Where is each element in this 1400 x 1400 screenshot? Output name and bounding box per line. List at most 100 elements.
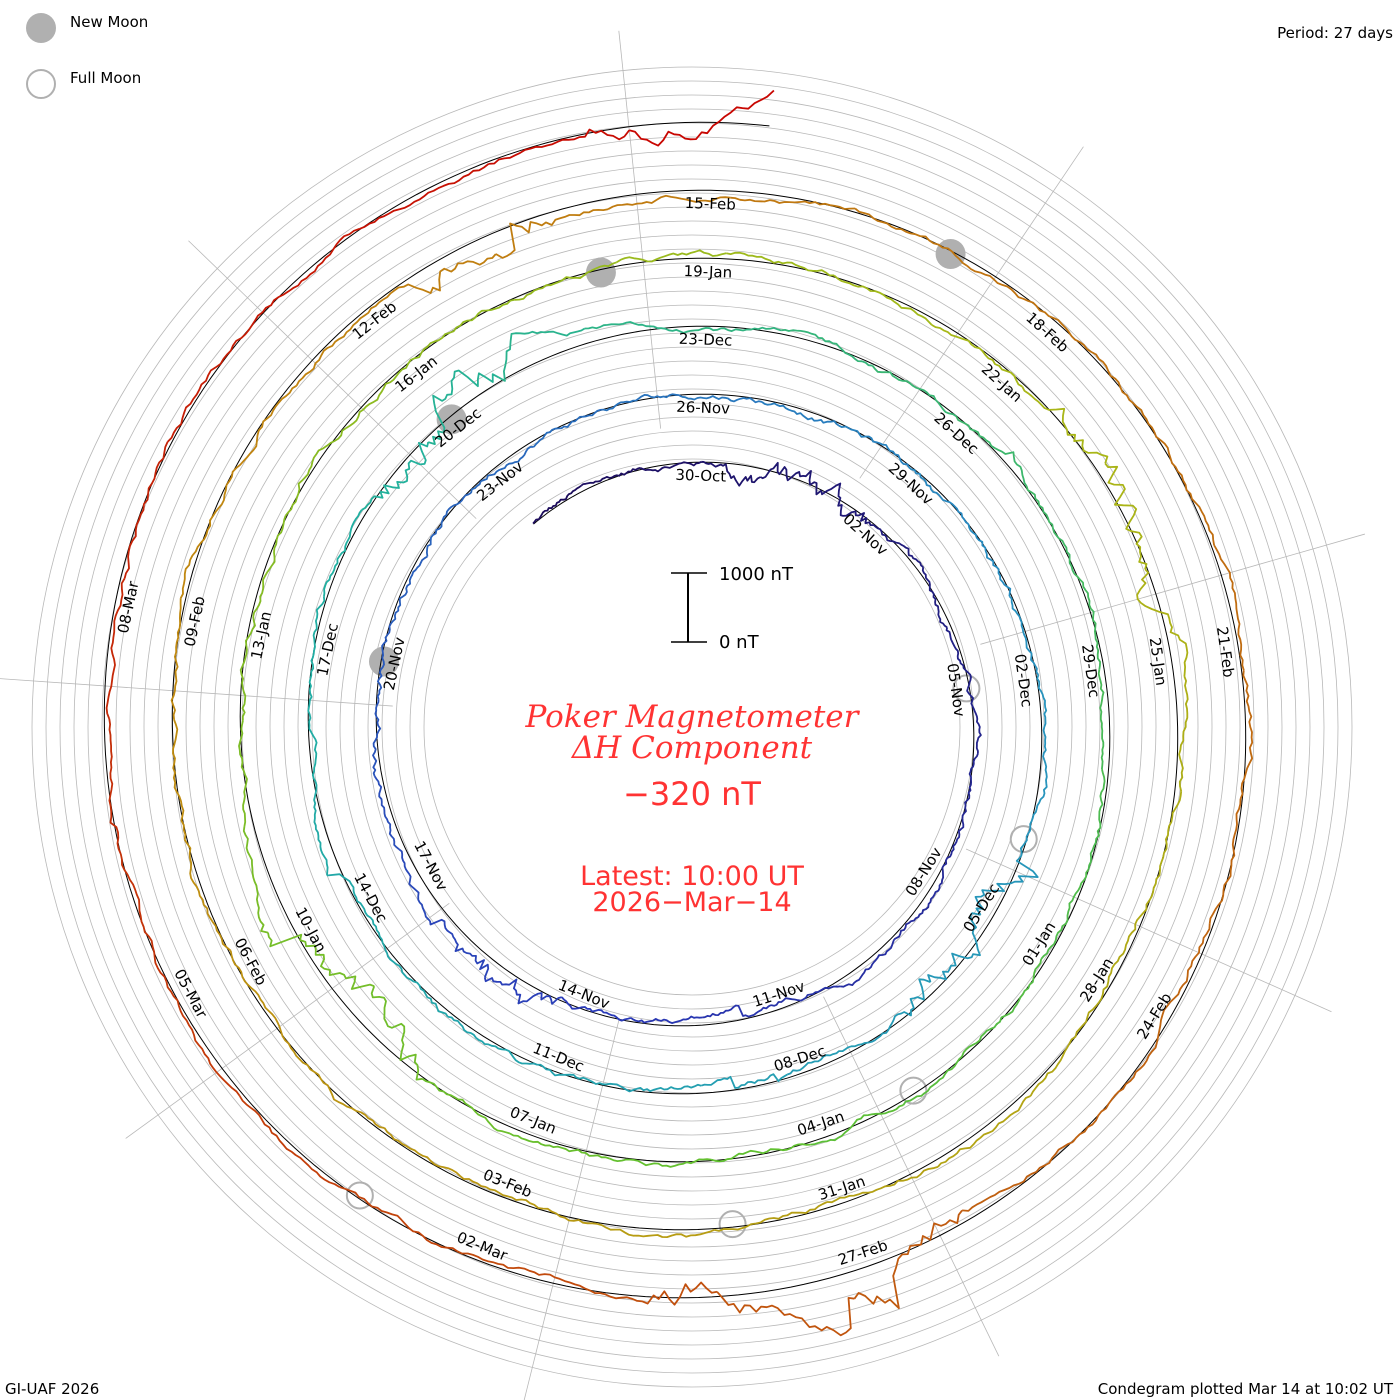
date-label: 23-Dec [678,330,732,350]
trace-segment [760,461,822,496]
trace-segment [1073,572,1101,670]
trace-segment [1021,386,1109,464]
date-label: 31-Jan [816,1172,868,1204]
trace-segment [613,1083,702,1093]
trace-segment [716,1291,855,1337]
trace-segment [166,324,253,443]
grid-circle [395,430,989,1024]
trace-segment [833,274,933,326]
grid-circle [311,346,1073,1108]
trace-segment [456,1250,586,1290]
trace-segment [1036,674,1048,761]
trace-segment [1040,868,1090,960]
trace-segment [854,207,968,267]
trace-segment [242,826,269,934]
trace-segment [939,818,965,886]
full-moon-marker [1009,825,1038,854]
grid-circle [381,416,1003,1038]
trace-segment [483,977,563,1005]
trace-segment [373,775,400,851]
trace-segment [1148,791,1183,902]
grid-circle [227,262,1157,1192]
trace-segment [902,1039,981,1106]
trace-segment [853,1209,963,1310]
trace-segment [1070,335,1156,433]
trace-segment [108,718,122,855]
trace-segment [370,985,423,1081]
trace-segment [267,932,375,990]
scale-bar-top-label: 1000 nT [719,564,794,585]
trace-segment [123,441,169,579]
trace-segment [119,853,168,983]
grid-circle [31,66,1353,1388]
trace-segment [252,515,287,617]
trace-segment [498,327,586,382]
trace-segment [361,441,430,511]
date-label: 11-Dec [530,1039,586,1076]
date-label: 28-Jan [1076,955,1117,1006]
trace-segment [170,598,182,720]
trace-segment [873,524,924,568]
trace-segment [714,1201,828,1232]
date-label: 30-Oct [675,466,727,486]
chart-subtitle: ΔH Component [571,730,813,766]
trace-segment [838,424,910,468]
trace-segment [961,753,979,819]
trace-segment [308,596,326,690]
latest-date: 2026−Mar−14 [592,887,791,918]
trace-segment [616,249,727,264]
trace-segment [603,393,683,412]
grid-circle [157,192,1227,1262]
trace-segment [702,1004,772,1019]
scale-bar: 1000 nT 0 nT [671,564,794,653]
trace-segment [525,1062,614,1086]
date-label: 17-Nov [410,838,451,894]
chart-title: Poker Magnetometer [525,699,861,735]
grid-radial-line [0,678,393,707]
date-label: 15-Feb [684,194,736,214]
trace-segment [533,408,604,448]
trace-segment [514,261,617,301]
trace-segment [251,228,360,326]
trace-segment [609,1157,712,1168]
trace-segment [225,384,298,486]
grid [0,30,1365,1400]
date-label: 07-Jan [507,1103,559,1138]
trace-segment [826,1166,939,1204]
baseline-spiral [103,121,1247,1299]
trace-segment [1213,544,1245,671]
trace-segment [425,492,472,557]
date-label: 26-Nov [676,398,730,418]
trace-segment [1024,759,1048,844]
trace-segment [1136,568,1189,677]
grid-circle [213,248,1171,1206]
grid-circle [367,402,1017,1052]
grid-circle [59,94,1325,1360]
grid-circle [115,150,1269,1304]
trace-segment [931,324,1023,388]
grid-circle [353,388,1031,1066]
grid-radial-line [125,903,450,1139]
trace-segment [420,298,515,354]
date-label: 25-Jan [1146,636,1171,687]
trace-segment [701,460,761,487]
trace-segment [1153,431,1215,546]
trace-segment [1087,768,1106,870]
grid-circle [283,318,1101,1136]
grid-circle [325,360,1059,1094]
trace-segment [295,298,384,387]
trace-segment [509,1132,610,1160]
trace-segment [787,1041,869,1076]
footer-credit: GI-UAF 2026 [5,1380,99,1398]
trace-segment [681,395,763,404]
baseline-spiral-line [103,121,1247,1299]
legend: New Moon Full Moon [26,13,148,99]
trace [105,89,1254,1337]
grid-circle [45,80,1339,1374]
date-label: 24-Feb [1133,990,1175,1043]
grid-radial-line [523,1017,620,1400]
trace-segment [700,1073,788,1089]
trace-segment [966,687,982,754]
trace-segment [172,719,187,840]
trace-segment [927,912,981,983]
